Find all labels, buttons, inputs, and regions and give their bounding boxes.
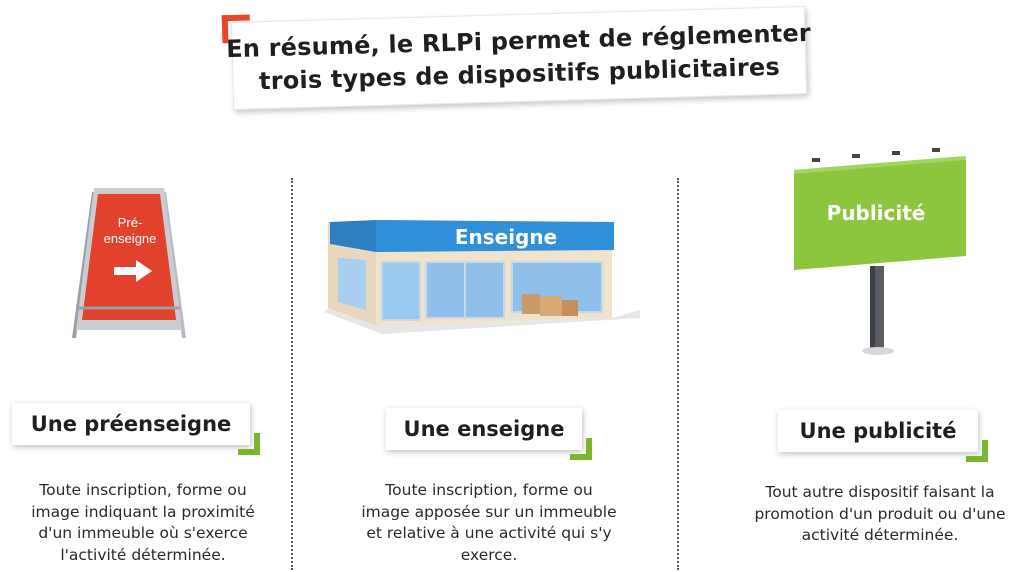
label-corner-accent <box>238 433 260 455</box>
title-corner-accent <box>221 14 251 44</box>
billboard-illustration: Publicité <box>794 148 966 355</box>
billboard-text: Publicité <box>827 201 926 225</box>
arrow-right-icon <box>114 260 152 282</box>
desc-line: Toute inscription, forme ou <box>385 481 593 499</box>
label-preenseigne-text: Une préenseigne <box>30 412 232 436</box>
desc-line: l'activité déterminée. <box>60 545 226 564</box>
desc-preenseigne: Toute inscription, forme ou image indiqu… <box>20 480 266 566</box>
desc-line: image apposée sur un immeuble <box>361 502 617 521</box>
page-title: En résumé, le RLPi permet de réglementer… <box>221 6 811 110</box>
desc-line: activité déterminée. <box>801 526 959 544</box>
shop-illustration: Enseigne <box>324 220 640 334</box>
desc-line: image indiquant la proximité <box>31 502 255 521</box>
label-enseigne-text: Une enseigne <box>403 417 565 441</box>
sign-text-pre: Pré- <box>118 215 143 230</box>
label-publicite: Une publicité <box>778 410 988 462</box>
column-divider <box>291 178 293 570</box>
label-corner-accent <box>570 438 592 460</box>
label-preenseigne: Une préenseigne <box>12 403 260 455</box>
label-publicite-text: Une publicité <box>799 419 957 443</box>
desc-publicite: Tout autre dispositif faisant la promoti… <box>740 482 1020 547</box>
label-corner-accent <box>966 440 988 462</box>
desc-line: et relative à une activité qui s'y <box>366 524 612 542</box>
desc-enseigne: Toute inscription, forme ou image apposé… <box>344 480 634 566</box>
sign-text-enseigne: enseigne <box>104 231 157 246</box>
preenseigne-sign-illustration: Pré- enseigne <box>72 188 186 339</box>
enseigne-band-text: Enseigne <box>455 225 557 249</box>
desc-line: Tout autre dispositif faisant la <box>765 483 995 501</box>
desc-line: d'un immeuble où s'exerce <box>38 524 248 542</box>
desc-line: promotion d'un produit ou d'une <box>754 504 1006 523</box>
desc-line: exerce. <box>460 545 518 564</box>
label-enseigne: Une enseigne <box>386 408 592 460</box>
column-divider <box>677 178 679 570</box>
desc-line: Toute inscription, forme ou <box>39 481 247 499</box>
